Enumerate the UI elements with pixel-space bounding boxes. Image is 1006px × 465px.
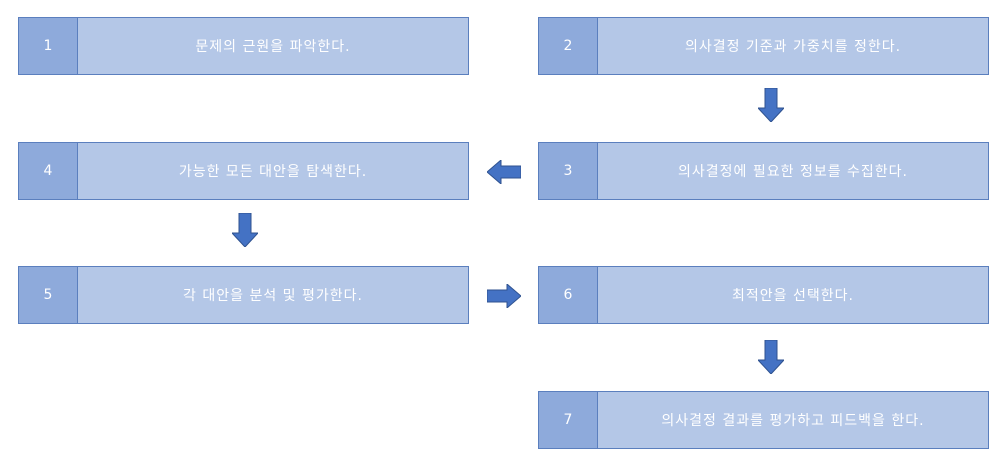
down-arrow-icon	[758, 340, 784, 374]
step-5: 5 각 대안을 분석 및 평가한다.	[18, 266, 469, 324]
step-text: 의사결정 결과를 평가하고 피드백을 한다.	[598, 391, 989, 449]
step-4: 4 가능한 모든 대안을 탐색한다.	[18, 142, 469, 200]
step-7: 7 의사결정 결과를 평가하고 피드백을 한다.	[538, 391, 989, 449]
step-text: 각 대안을 분석 및 평가한다.	[78, 266, 469, 324]
left-arrow-icon	[487, 160, 521, 184]
step-number: 5	[18, 266, 78, 324]
step-text: 최적안을 선택한다.	[598, 266, 989, 324]
step-text: 가능한 모든 대안을 탐색한다.	[78, 142, 469, 200]
step-text: 의사결정에 필요한 정보를 수집한다.	[598, 142, 989, 200]
down-arrow-icon	[232, 213, 258, 247]
step-3: 3 의사결정에 필요한 정보를 수집한다.	[538, 142, 989, 200]
step-number: 2	[538, 17, 598, 75]
step-text: 문제의 근원을 파악한다.	[78, 17, 469, 75]
step-number: 7	[538, 391, 598, 449]
step-2: 2 의사결정 기준과 가중치를 정한다.	[538, 17, 989, 75]
down-arrow-icon	[758, 88, 784, 122]
step-6: 6 최적안을 선택한다.	[538, 266, 989, 324]
right-arrow-icon	[487, 284, 521, 308]
step-1: 1 문제의 근원을 파악한다.	[18, 17, 469, 75]
step-number: 3	[538, 142, 598, 200]
step-number: 4	[18, 142, 78, 200]
step-text: 의사결정 기준과 가중치를 정한다.	[598, 17, 989, 75]
step-number: 1	[18, 17, 78, 75]
step-number: 6	[538, 266, 598, 324]
